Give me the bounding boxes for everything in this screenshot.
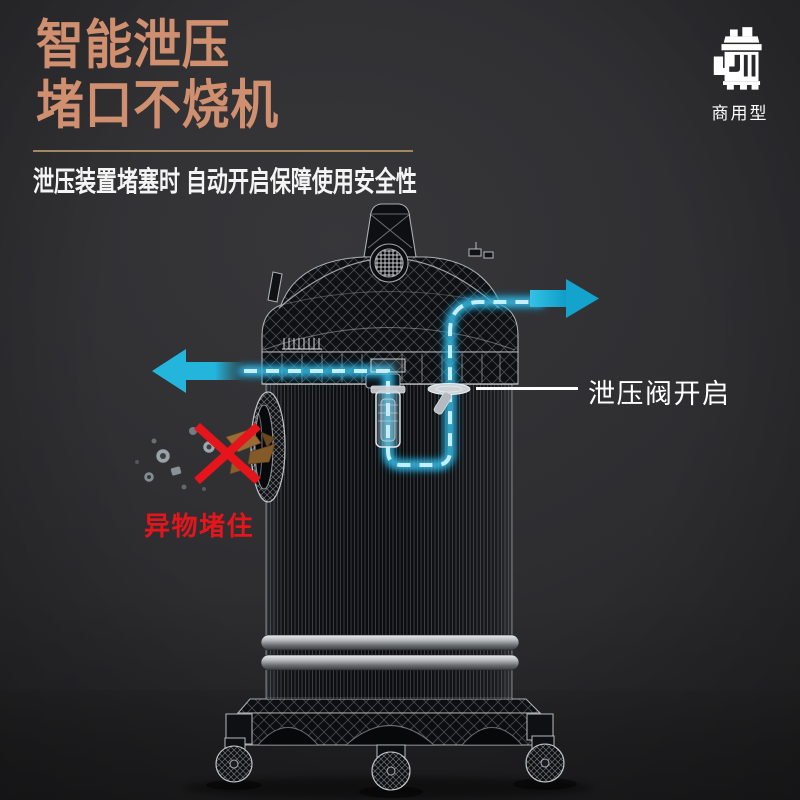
relief-valve	[370, 358, 471, 448]
head-grille	[282, 338, 322, 350]
blockage-callout-label: 异物堵住	[144, 511, 255, 541]
drum-rings	[260, 634, 520, 671]
caster-wheel-center	[371, 744, 411, 791]
caster-wheel-left	[215, 737, 253, 783]
badge-label: 商用型	[711, 104, 769, 123]
carry-handle	[363, 203, 417, 258]
page-subtitle: 泄压装置堵塞时 自动开启保障使用安全性	[33, 166, 417, 197]
caster-wheels	[206, 735, 577, 798]
valve-disc-open	[427, 383, 471, 415]
red-cross-icon	[194, 422, 261, 485]
airflow-path	[237, 295, 547, 472]
commercial-badge: 商用型	[700, 22, 780, 124]
page-title-line1: 智能泄压	[36, 16, 231, 75]
caster-wheel-right	[525, 735, 565, 783]
callout-line	[476, 387, 578, 390]
commercial-vacuum-icon	[713, 27, 762, 90]
title-divider	[33, 150, 413, 152]
vent-grille	[369, 243, 409, 283]
airflow-arrow-right-icon	[530, 279, 599, 318]
valve-callout-label: 泄压阀开启	[588, 379, 731, 409]
page-title: 智能泄压 堵口不烧机	[36, 16, 279, 136]
airflow-arrow-left-icon	[152, 349, 245, 393]
base-trolley	[225, 698, 554, 746]
page-title-line2: 堵口不烧机	[36, 76, 279, 135]
